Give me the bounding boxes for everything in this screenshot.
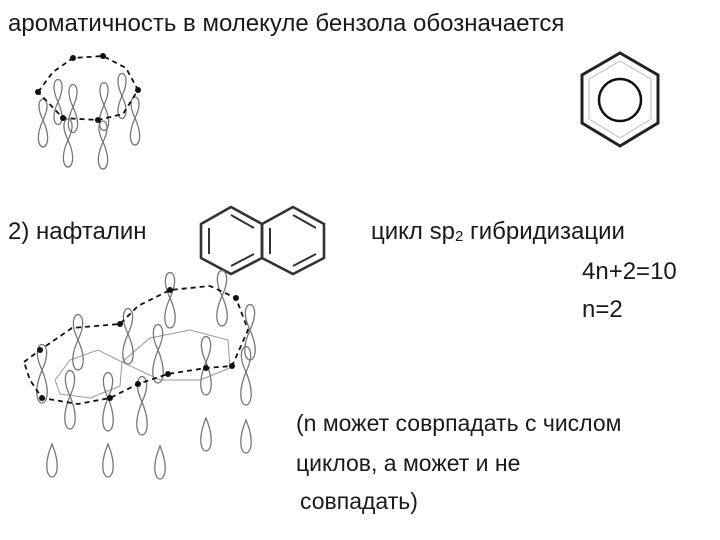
slide-title: ароматичность в молекуле бензола обознач…: [8, 10, 565, 37]
note-line-1: (n может соврпадать с числом: [296, 410, 622, 436]
note-line-3: совпадать): [300, 488, 418, 514]
benzene-orbital-diagram: [35, 53, 141, 170]
naphthalene-structure-icon: [199, 205, 326, 276]
cycle-suffix: гибридизации: [463, 218, 625, 245]
naphthalene-orbital-diagram: [22, 270, 256, 480]
huckel-equation: 4n+2=10: [582, 258, 677, 285]
benzene-ring-icon: [580, 51, 660, 148]
naphthalene-label: 2) нафталин: [8, 218, 147, 245]
cycle-prefix: цикл sp: [371, 218, 455, 245]
n-value: n=2: [582, 296, 623, 323]
cycle-subscript: 2: [454, 228, 464, 245]
note-line-2: циклов, а может и не: [296, 450, 521, 476]
cycle-sp2-label: цикл sp2 гибридизации: [371, 218, 625, 245]
